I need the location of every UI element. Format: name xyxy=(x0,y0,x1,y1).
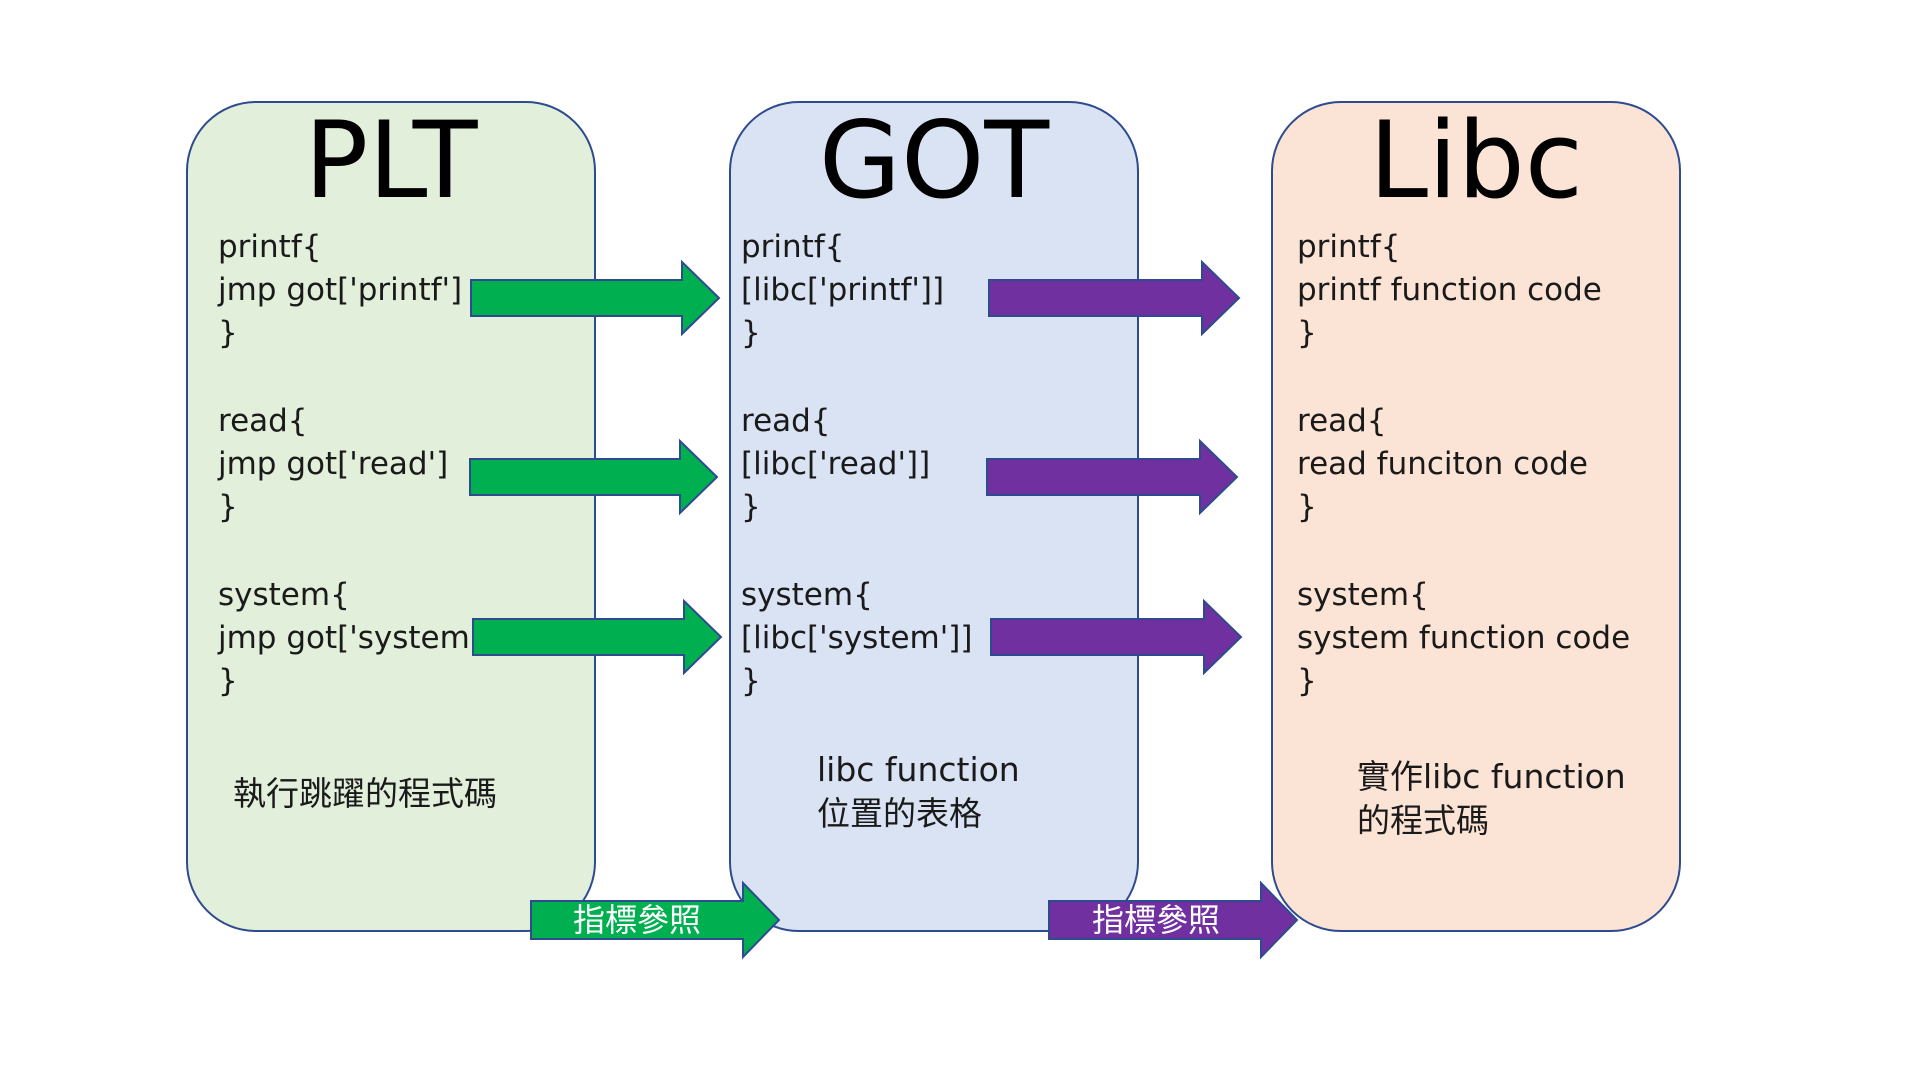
plt-system-body: jmp got['system'] xyxy=(218,620,491,656)
got-read-body: [libc['read']] xyxy=(741,446,931,482)
libc-read-body: read funciton code xyxy=(1297,446,1588,482)
plt-caption: 執行跳躍的程式碼 xyxy=(233,772,497,816)
plt-block-read: read{ jmp got['read'] } xyxy=(218,400,448,529)
plt-printf-close: } xyxy=(218,315,238,351)
got-caption: libc function 位置的表格 xyxy=(817,748,1020,836)
plt-printf-body: jmp got['printf'] xyxy=(218,272,463,308)
legend-label-purple: 指標參照 xyxy=(1092,901,1221,939)
libc-block-system: system{ system function code } xyxy=(1297,574,1630,703)
libc-panel: Libc xyxy=(1271,101,1681,932)
plt-block-system: system{ jmp got['system'] } xyxy=(218,574,490,703)
got-system-body: [libc['system']] xyxy=(741,620,973,656)
plt-caption-line-1: 執行跳躍的程式碼 xyxy=(233,774,497,813)
libc-system-open: system{ xyxy=(1297,577,1429,613)
libc-system-body: system function code xyxy=(1297,620,1631,656)
libc-caption-line-2: 的程式碼 xyxy=(1357,801,1489,840)
got-panel: GOT xyxy=(729,101,1139,932)
got-caption-line-1: libc function xyxy=(817,750,1020,789)
got-printf-close: } xyxy=(741,315,761,351)
got-system-close: } xyxy=(741,663,761,699)
plt-title: PLT xyxy=(304,99,478,222)
plt-system-close: } xyxy=(218,663,238,699)
libc-system-close: } xyxy=(1297,663,1317,699)
libc-printf-body: printf function code xyxy=(1297,272,1602,308)
got-read-close: } xyxy=(741,489,761,525)
plt-read-close: } xyxy=(218,489,238,525)
got-printf-body: [libc['printf']] xyxy=(741,272,945,308)
plt-block-printf: printf{ jmp got['printf'] } xyxy=(218,226,462,355)
libc-read-close: } xyxy=(1297,489,1317,525)
got-read-open: read{ xyxy=(741,403,831,439)
got-block-printf: printf{ [libc['printf']] } xyxy=(741,226,944,355)
libc-caption: 實作libc function 的程式碼 xyxy=(1357,755,1626,843)
plt-read-body: jmp got['read'] xyxy=(218,446,449,482)
got-caption-line-2: 位置的表格 xyxy=(817,794,982,833)
libc-block-printf: printf{ printf function code } xyxy=(1297,226,1602,355)
got-system-open: system{ xyxy=(741,577,873,613)
got-block-read: read{ [libc['read']] } xyxy=(741,400,930,529)
plt-printf-open: printf{ xyxy=(218,229,322,265)
libc-title: Libc xyxy=(1368,99,1584,222)
got-block-system: system{ [libc['system']] } xyxy=(741,574,972,703)
libc-printf-close: } xyxy=(1297,315,1317,351)
libc-read-open: read{ xyxy=(1297,403,1387,439)
libc-printf-open: printf{ xyxy=(1297,229,1401,265)
libc-caption-line-1: 實作libc function xyxy=(1357,757,1626,796)
got-printf-open: printf{ xyxy=(741,229,845,265)
got-title: GOT xyxy=(818,99,1050,222)
libc-block-read: read{ read funciton code } xyxy=(1297,400,1588,529)
plt-read-open: read{ xyxy=(218,403,308,439)
plt-system-open: system{ xyxy=(218,577,350,613)
legend-label-green: 指標參照 xyxy=(573,901,702,939)
plt-panel: PLT xyxy=(186,101,596,932)
